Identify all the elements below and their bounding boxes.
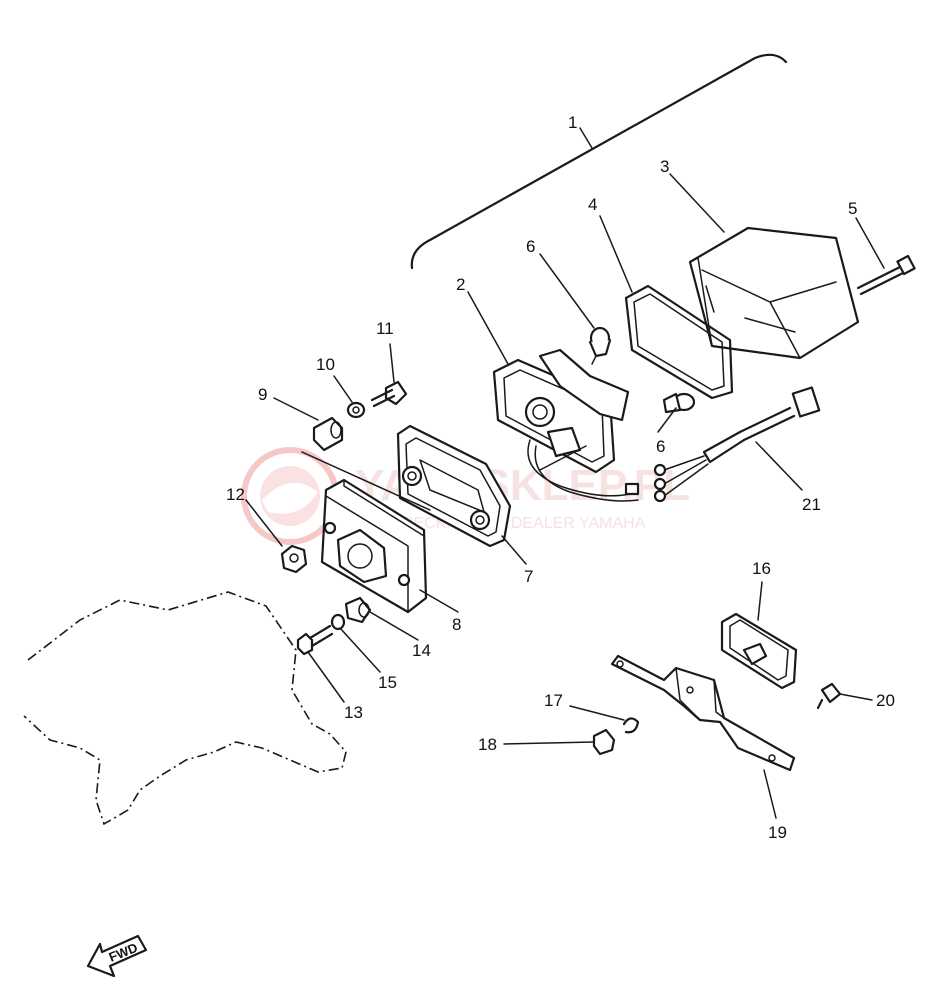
part-mount-block <box>320 478 428 614</box>
watermark-logo <box>241 447 339 545</box>
callout-3: 3 <box>660 157 669 176</box>
callouts: 1 2 3 4 5 6 6 7 8 9 10 11 12 13 14 15 16… <box>226 113 895 842</box>
callout-18: 18 <box>478 735 497 754</box>
leader-lines <box>245 127 885 819</box>
part-lens <box>688 226 860 360</box>
callout-2: 2 <box>456 275 465 294</box>
part-cap-nut <box>592 728 616 756</box>
callout-21: 21 <box>802 495 821 514</box>
callout-20: 20 <box>876 691 895 710</box>
part-screw-long <box>856 254 916 296</box>
callout-9: 9 <box>258 385 267 404</box>
part-grommet <box>312 416 344 452</box>
callout-14: 14 <box>412 641 431 660</box>
part-clip <box>622 717 640 734</box>
part-socket-plate <box>492 348 640 502</box>
part-spring-washer <box>330 613 346 631</box>
callout-10: 10 <box>316 355 335 374</box>
callout-17: 17 <box>544 691 563 710</box>
part-base-frame <box>396 424 512 548</box>
fwd-arrow-icon: FWD <box>86 934 148 978</box>
part-bulb-lower <box>662 392 696 414</box>
callout-16: 16 <box>752 559 771 578</box>
callout-4: 4 <box>588 195 597 214</box>
callout-1: 1 <box>568 113 577 132</box>
part-harness <box>653 386 821 503</box>
part-bolt-lower <box>296 624 334 656</box>
callout-7: 7 <box>524 567 533 586</box>
assembly-bracket <box>410 53 788 270</box>
fender-outline <box>23 591 347 826</box>
callout-19: 19 <box>768 823 787 842</box>
part-bolt <box>370 380 408 408</box>
part-bulb-upper <box>588 326 612 365</box>
callout-15: 15 <box>378 673 397 692</box>
callout-11: 11 <box>376 319 394 338</box>
callout-8: 8 <box>452 615 461 634</box>
part-screw-small <box>816 682 842 710</box>
part-washer <box>346 401 366 419</box>
part-nut <box>280 544 308 574</box>
callout-12: 12 <box>226 485 245 504</box>
part-bracket <box>610 654 796 772</box>
callout-13: 13 <box>344 703 363 722</box>
callout-5: 5 <box>848 199 857 218</box>
part-license-light <box>720 612 798 690</box>
callout-6b: 6 <box>656 437 665 456</box>
part-gasket <box>624 284 734 400</box>
callout-6a: 6 <box>526 237 535 256</box>
part-collar <box>344 596 372 624</box>
